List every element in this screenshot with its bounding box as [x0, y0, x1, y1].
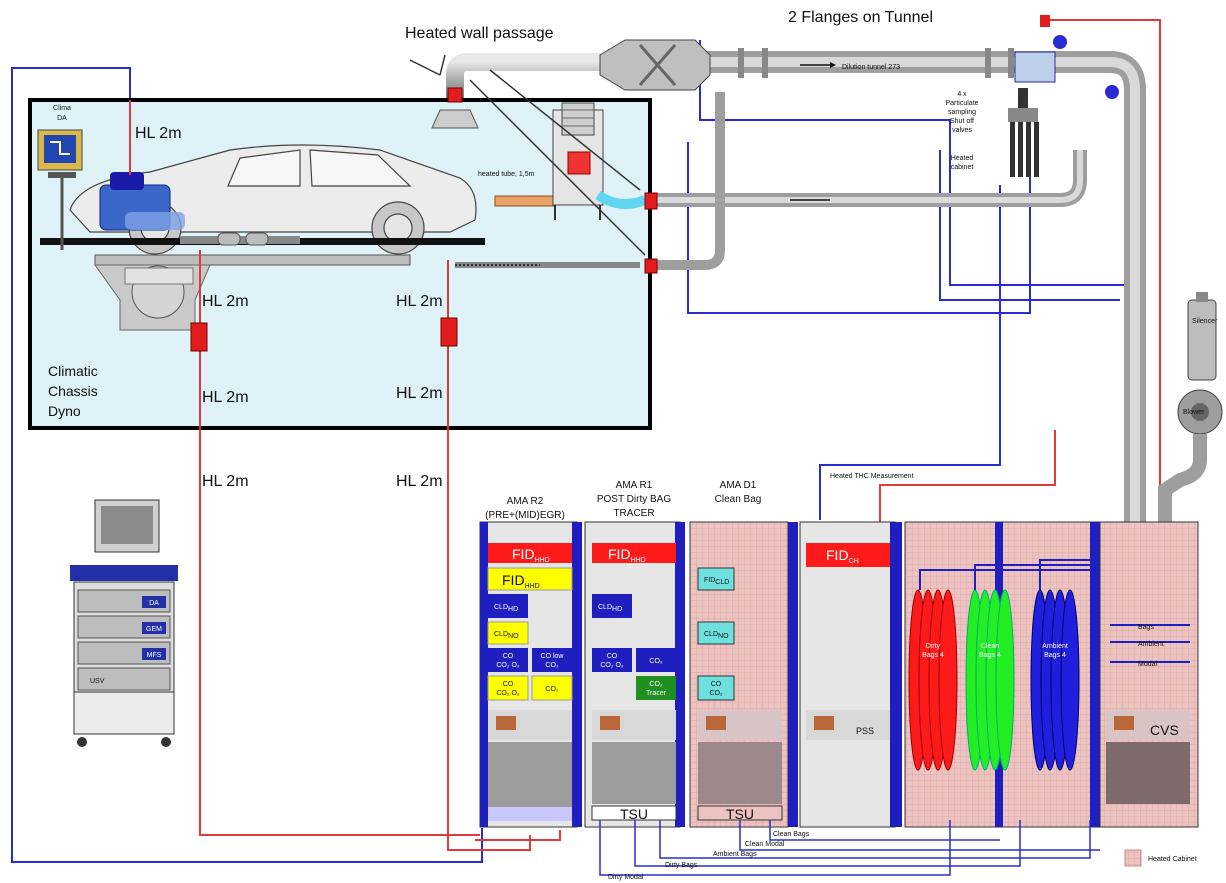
legend-heated-cabinet: Heated Cabinet: [1125, 850, 1197, 866]
dirty-modal-line-label: Dirty Modal: [608, 874, 644, 881]
svg-text:CO: CO: [503, 653, 514, 660]
svg-text:Clean Bag: Clean Bag: [715, 494, 762, 505]
svg-text:Climatic: Climatic: [48, 363, 98, 379]
hl-2m-label: HL 2m: [396, 385, 443, 402]
hl-2m-label: HL 2m: [202, 293, 249, 310]
svg-text:Heated Cabinet: Heated Cabinet: [1148, 856, 1197, 863]
svg-text:POST Dirty BAG: POST Dirty BAG: [597, 494, 671, 505]
cabinet-cvs: CVS Bags Ambient Modal: [1100, 522, 1198, 827]
svg-text:cabinet: cabinet: [951, 164, 974, 171]
svg-text:CO₂ O₂: CO₂ O₂: [496, 662, 520, 669]
heated-tube-label: heated tube, 1,5m: [478, 171, 535, 178]
blower-label: Blower: [1183, 409, 1205, 416]
svg-text:PSS: PSS: [856, 726, 874, 736]
svg-text:CO: CO: [711, 681, 722, 688]
silencer-label: Silencer: [1192, 318, 1218, 325]
clean-bags: Clean Bags 4: [966, 590, 1014, 770]
svg-text:CO₂ O₂: CO₂ O₂: [600, 662, 624, 669]
dilution-tunnel-label: Dilution tunnel 273: [842, 64, 900, 71]
svg-text:CO low: CO low: [541, 653, 565, 660]
svg-text:CO₂: CO₂: [649, 658, 663, 665]
cabinet-ama-r1: AMA R1 POST Dirty BAG TRACER FIDHHD CLDH…: [585, 480, 685, 827]
heated-thc-label: Heated THC Measurement: [830, 473, 914, 480]
heated-wall-passage-label: Heated wall passage: [405, 25, 554, 42]
svg-text:CO₂: CO₂: [545, 686, 559, 693]
particulate-filters: [1008, 88, 1039, 177]
svg-text:CO₂: CO₂: [545, 662, 559, 669]
svg-text:CO₂: CO₂: [649, 681, 663, 688]
hl-2m-label: HL 2m: [135, 125, 182, 142]
heated-line-connector: [441, 318, 457, 346]
dirty-bags-line-label: Dirty Bags: [665, 862, 698, 869]
ambient-line-label: Ambient: [1138, 641, 1164, 648]
svg-text:4 x: 4 x: [957, 91, 967, 98]
svg-text:Bags 4: Bags 4: [922, 652, 944, 659]
svg-text:CO: CO: [607, 653, 618, 660]
svg-text:MFS: MFS: [147, 652, 162, 659]
silencer: [1188, 292, 1216, 380]
test-computer: DA GEM MFS USV: [70, 500, 178, 747]
particle-sampler: [553, 103, 603, 220]
hl-2m-label: HL 2m: [396, 293, 443, 310]
svg-text:GEM: GEM: [146, 626, 162, 633]
svg-text:CO₂: CO₂: [709, 690, 723, 697]
cabinet-bags: Dirty Bags 4 Clean Bags 4 Ambient Bags 4: [905, 522, 1105, 827]
svg-text:Bags 4: Bags 4: [1044, 652, 1066, 659]
hl-2m-label: HL 2m: [202, 473, 249, 490]
svg-text:Shut off: Shut off: [950, 118, 974, 125]
svg-text:Tracer: Tracer: [646, 690, 667, 697]
dirty-bags: Dirty Bags 4: [909, 590, 957, 770]
svg-text:Dyno: Dyno: [48, 403, 81, 419]
svg-text:Ambient: Ambient: [1042, 643, 1068, 650]
clean-modal-line-label: Clean Modal: [745, 841, 785, 848]
heated-cabinet-top-label: Heated cabinet: [951, 155, 974, 171]
svg-text:Clean: Clean: [981, 643, 999, 650]
cabinet-ama-d1: AMA D1 Clean Bag FIDCLD CLDNO CO CO₂ TSU: [690, 480, 798, 827]
svg-text:TRACER: TRACER: [613, 508, 654, 519]
svg-text:CVS: CVS: [1150, 722, 1179, 738]
bags-line-label: Bags: [1138, 624, 1154, 631]
cabinet-pss: FIDCH PSS: [800, 522, 902, 827]
svg-text:Clima: Clima: [53, 105, 71, 112]
svg-text:TSU: TSU: [620, 806, 648, 822]
svg-text:DA: DA: [57, 115, 67, 122]
svg-text:USV: USV: [90, 678, 105, 685]
svg-text:Particulate: Particulate: [945, 100, 978, 107]
climatic-dyno-room: Clima DA heated tube, 1,5m Climatic Chas…: [30, 100, 650, 428]
svg-text:(PRE+(MID)EGR): (PRE+(MID)EGR): [485, 510, 565, 521]
svg-text:CO₂ O₂: CO₂ O₂: [496, 690, 520, 697]
svg-text:Chassis: Chassis: [48, 383, 98, 399]
svg-text:DA: DA: [149, 600, 159, 607]
svg-text:Dirty: Dirty: [926, 643, 941, 650]
clean-bags-line-label: Clean Bags: [773, 831, 810, 838]
svg-text:valves: valves: [952, 127, 972, 134]
ambient-bags: Ambient Bags 4: [1031, 590, 1079, 770]
svg-text:Heated: Heated: [951, 155, 974, 162]
hl-2m-label: HL 2m: [396, 473, 443, 490]
svg-text:TSU: TSU: [726, 806, 754, 822]
svg-text:CO: CO: [503, 681, 514, 688]
hl-2m-label: HL 2m: [202, 389, 249, 406]
svg-text:Bags 4: Bags 4: [979, 652, 1001, 659]
cabinet-ama-r2: AMA R2 (PRE+(MID)EGR) FIDHHD FIDHHD CLDH…: [480, 496, 582, 827]
svg-text:AMA R1: AMA R1: [616, 480, 653, 491]
svg-text:AMA D1: AMA D1: [720, 480, 757, 491]
flanges-on-tunnel-label: 2 Flanges on Tunnel: [788, 9, 933, 26]
ambient-bags-line-label: Ambient Bags: [713, 851, 757, 858]
modal-line-label: Modal: [1138, 661, 1158, 668]
svg-text:sampling: sampling: [948, 109, 976, 116]
heated-line-connector: [191, 323, 207, 351]
svg-text:AMA R2: AMA R2: [507, 496, 544, 507]
